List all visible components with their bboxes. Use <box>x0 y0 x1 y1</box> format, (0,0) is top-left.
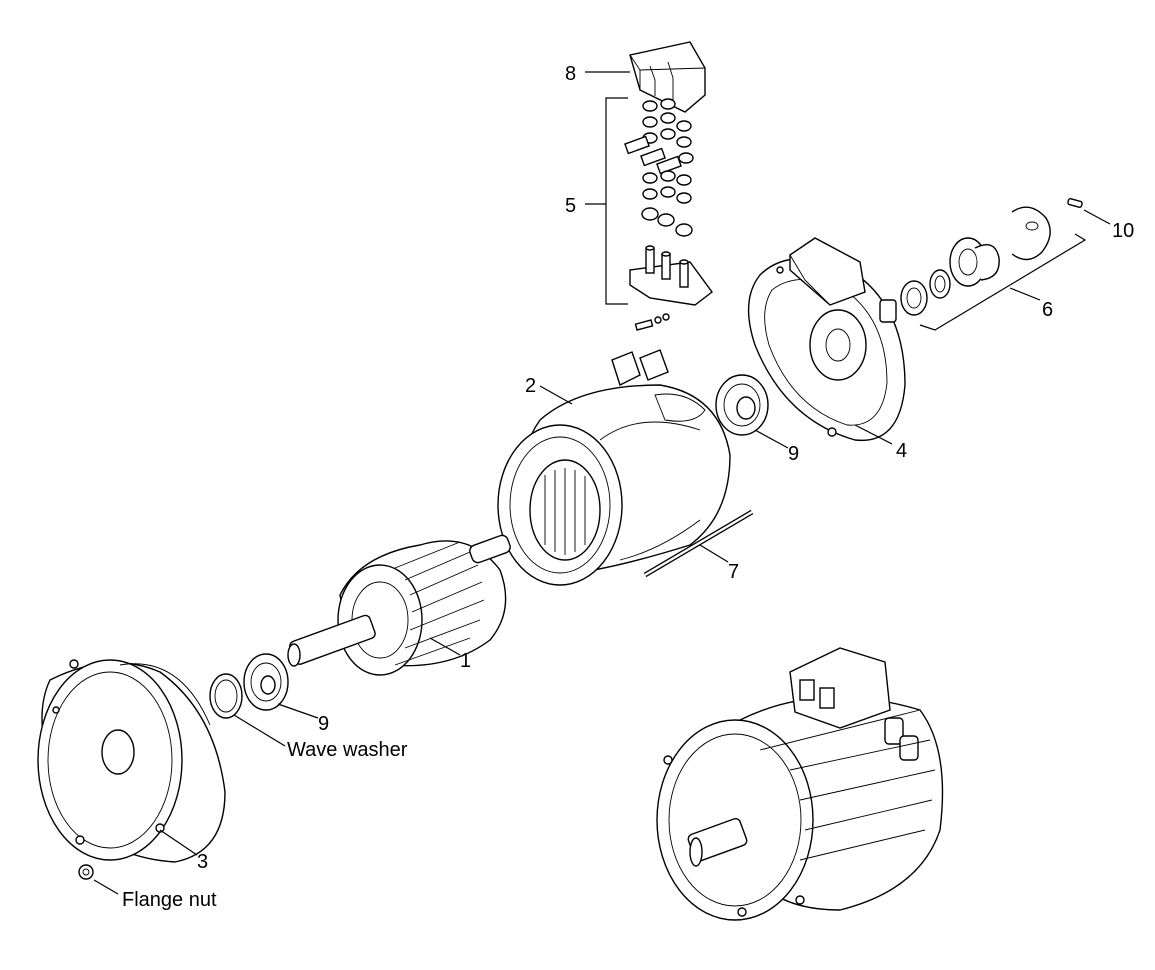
label-part-10: 10 <box>1112 220 1134 242</box>
label-part-7: 7 <box>728 561 739 583</box>
bearing-upper-part <box>715 374 769 436</box>
label-part-3: 3 <box>197 851 208 873</box>
label-part-4: 4 <box>896 440 907 462</box>
label-part-6: 6 <box>1042 299 1053 321</box>
label-part-5: 5 <box>565 195 576 217</box>
label-part-9-upper: 9 <box>788 443 799 465</box>
terminal-block-hardware-part <box>624 98 713 331</box>
label-part-9-lower: 9 <box>318 713 329 735</box>
stator-part <box>497 349 731 586</box>
through-bolt-part <box>643 509 754 578</box>
key-part <box>1067 198 1083 208</box>
label-part-1: 1 <box>460 650 471 672</box>
label-part-8: 8 <box>565 63 576 85</box>
label-part-2: 2 <box>525 375 536 397</box>
label-wave-washer: Wave washer <box>287 739 408 761</box>
front-flange-part <box>37 659 226 863</box>
flange-nut-part <box>78 864 94 880</box>
terminal-cover-part <box>629 41 706 113</box>
label-flange-nut: Flange nut <box>122 889 217 911</box>
bearing-lower-part <box>243 653 289 711</box>
bearing-retainer-kit-part <box>900 206 1051 316</box>
rotor-part <box>287 534 511 676</box>
assembled-generator-illustration <box>656 647 944 921</box>
end-bracket-part <box>747 237 906 442</box>
